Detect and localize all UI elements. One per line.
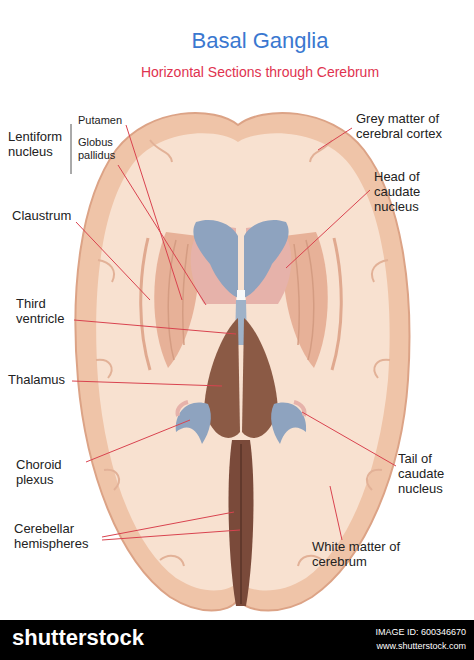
ventricle <box>244 220 289 298</box>
caudate-tail <box>177 402 188 416</box>
watermark-url: www.shutterstock.com <box>340 641 466 651</box>
group-label: Lentiform nucleus <box>8 130 70 160</box>
part-label: Thalamus <box>8 373 88 388</box>
posterior-horn <box>271 402 306 444</box>
part-label: Cerebellar hemispheres <box>14 522 102 552</box>
part-label: Head of caudate nucleus <box>374 170 466 215</box>
part-label: Claustrum <box>12 209 92 224</box>
watermark: shutterstock <box>12 627 144 649</box>
part-label: White matter of cerebrum <box>312 540 404 570</box>
leader-lines <box>72 125 396 540</box>
caudate-tail <box>294 402 305 416</box>
part-label: Grey matter of cerebral cortex <box>356 112 470 142</box>
ventricle <box>193 220 238 298</box>
part-label: Choroid plexus <box>16 458 82 488</box>
footer-bar <box>0 620 474 660</box>
subtitle: Horizontal Sections through Cerebrum <box>40 64 474 80</box>
midline-fissure <box>240 444 242 604</box>
part-label: Third ventricle <box>16 297 82 327</box>
image-id: IMAGE ID: 600346670 <box>340 627 466 637</box>
title: Basal Ganglia <box>60 28 460 53</box>
cerebellar-midline <box>229 440 254 606</box>
claustrum <box>332 238 341 370</box>
lentiform-stripes <box>168 240 314 360</box>
part-label: Tail of caudate nucleus <box>398 452 470 497</box>
claustrum <box>141 238 150 370</box>
part-label: Putamen <box>78 114 138 127</box>
cortex <box>75 113 409 611</box>
part-label: Globus pallidus <box>78 136 122 161</box>
bracket <box>71 124 72 174</box>
